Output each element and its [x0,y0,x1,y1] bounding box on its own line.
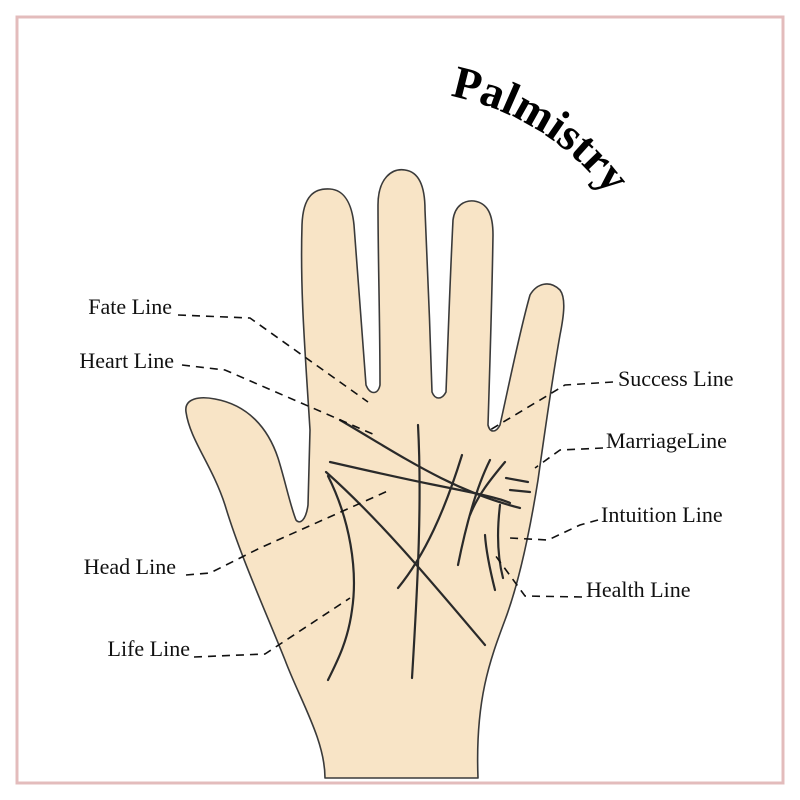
health-line-crease [483,533,497,592]
intuition-leader [509,519,599,541]
health-leader [494,554,583,598]
fate-leader [177,314,369,403]
success-line-label: Success Line [618,366,733,391]
heart-leader [181,364,376,436]
success-line-secondary-crease [468,460,507,517]
fate-line-crease [410,423,421,680]
head-line-label: Head Line [84,554,176,579]
fate-line-label: Fate Line [88,294,172,319]
head-line-crease [328,460,512,505]
heart-line-crease [338,418,522,510]
marriage-line-crease-2 [508,488,532,494]
heart-line-label: Heart Line [79,348,174,373]
life-line-label: Life Line [108,636,190,661]
head-line-secondary-crease [324,470,487,647]
intuition-line-label: Intuition Line [601,502,723,527]
marriage-line-label: MarriageLine [606,428,727,453]
marriage-line-crease-1 [504,476,530,484]
leader-lines [177,314,614,658]
marriage-leader [534,447,604,469]
success-leader [489,381,614,431]
life-leader [193,597,351,658]
labels: Fate Line Heart Line Head Line Life Line… [79,294,733,661]
health-line-label: Health Line [586,577,690,602]
intuition-line-crease [496,503,505,580]
fate-line-branch-crease [396,453,464,590]
